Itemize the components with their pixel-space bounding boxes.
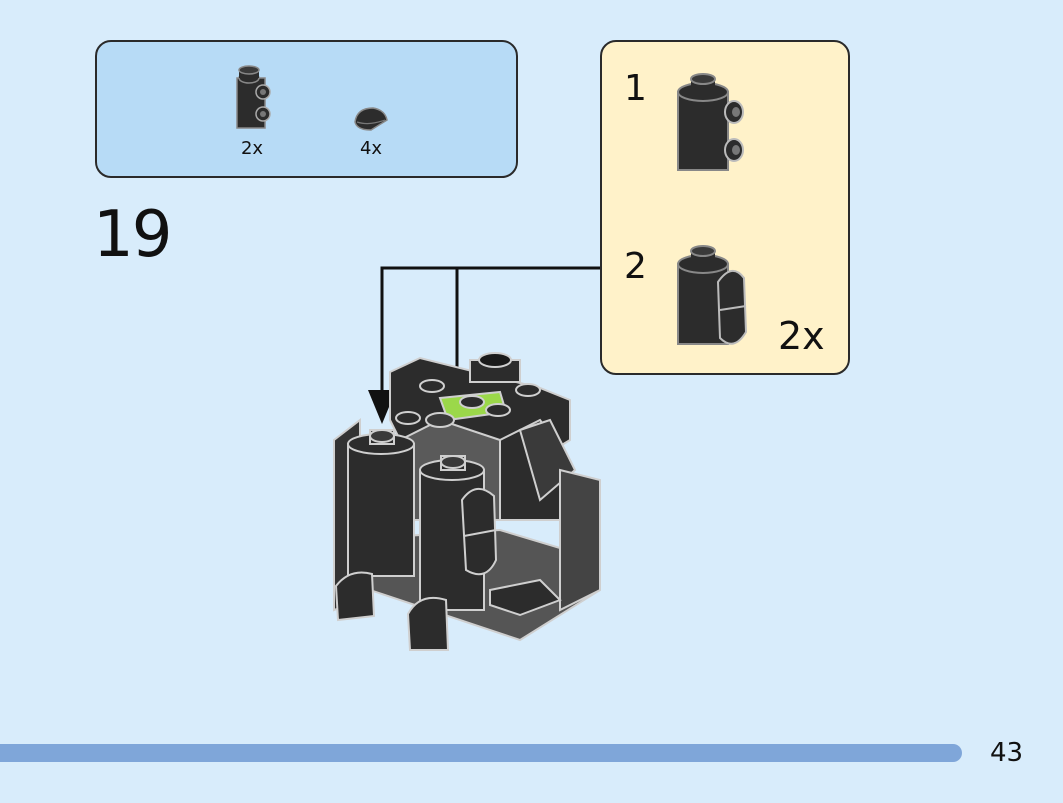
parts-list-box: 2x 4x (95, 40, 518, 178)
part-item: 2x (227, 64, 277, 159)
substep-number: 1 (624, 68, 647, 109)
brick-1x1-with-round-tile-icon (677, 245, 748, 345)
part-item: 4x (349, 104, 393, 159)
part-quantity: 4x (359, 138, 383, 159)
footer-progress-bar (0, 744, 962, 762)
step-number: 19 (93, 198, 172, 272)
brick-1x1-studs-side-icon (677, 73, 744, 171)
model-body (333, 352, 601, 651)
tile-quarter-round-icon (354, 107, 388, 131)
part-quantity: 2x (240, 138, 264, 159)
page-number: 43 (990, 738, 1024, 768)
substep-number: 2 (624, 246, 647, 287)
brick-1x1-studs-side-icon (236, 65, 271, 129)
substep-quantity: 2x (778, 314, 825, 358)
subassembly-box: 1 2 2x (600, 40, 850, 375)
